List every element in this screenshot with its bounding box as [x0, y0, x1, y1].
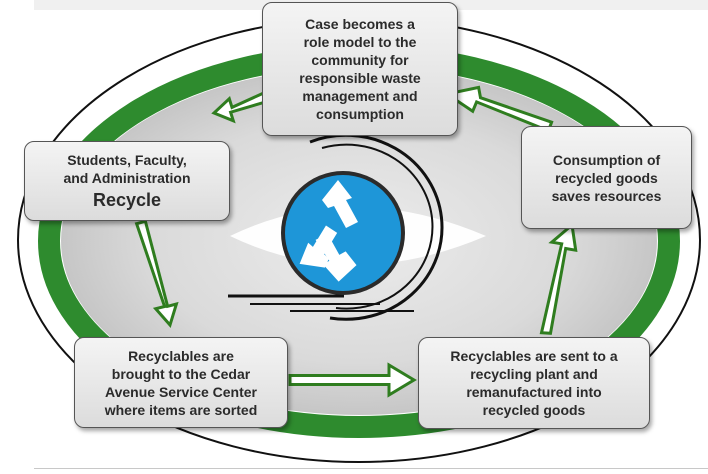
arrow-left-to-bottom [134, 219, 179, 329]
step-text-line: consumption [316, 106, 404, 122]
step-text-line: remanufactured into [466, 384, 602, 400]
step-recycling-plant: Recyclables are sent to a recycling plan… [418, 337, 650, 429]
arrow-bottom-to-right [288, 362, 417, 398]
step-text-line: Students, Faculty, [67, 152, 187, 168]
step-text-line: saves resources [551, 187, 662, 204]
step-text-line: recycled goods [555, 169, 658, 186]
swirl-arc-2 [321, 143, 434, 310]
step-service-center: Recyclables are brought to the Cedar Ave… [74, 337, 288, 428]
step-text-line: management and [302, 88, 418, 104]
arrow-consumption-to-top [443, 85, 554, 133]
step-consumption: Consumption of recycled goods saves reso… [521, 126, 692, 229]
step-text-line: Consumption of [552, 151, 661, 168]
recycle-symbol-icon [281, 171, 405, 295]
step-text-line: and Administration [63, 170, 191, 186]
bottom-rule [34, 468, 708, 469]
step-emphasis: Recycle [92, 190, 162, 210]
arrow-top-to-left [211, 90, 270, 124]
step-text-line: where items are sorted [104, 401, 258, 418]
step-recycle: Students, Faculty, and Administration Re… [24, 141, 230, 221]
step-text-line: recycling plant and [470, 366, 598, 382]
step-text-line: Recyclables are [128, 347, 234, 364]
step-role-model: Case becomes a role model to the communi… [262, 2, 458, 136]
step-text-line: brought to the Cedar [111, 365, 251, 382]
swirl-arc [309, 133, 444, 321]
step-text-line: role model to the [303, 34, 417, 50]
step-text-line: Recyclables are sent to a [450, 348, 618, 364]
arrow-right-to-top [539, 222, 578, 335]
step-text-line: Case becomes a [305, 16, 415, 32]
step-text-line: responsible waste [299, 70, 421, 86]
step-text-line: recycled goods [482, 402, 586, 418]
step-text-line: Avenue Service Center [105, 383, 257, 400]
step-text-line: community for [311, 52, 409, 68]
